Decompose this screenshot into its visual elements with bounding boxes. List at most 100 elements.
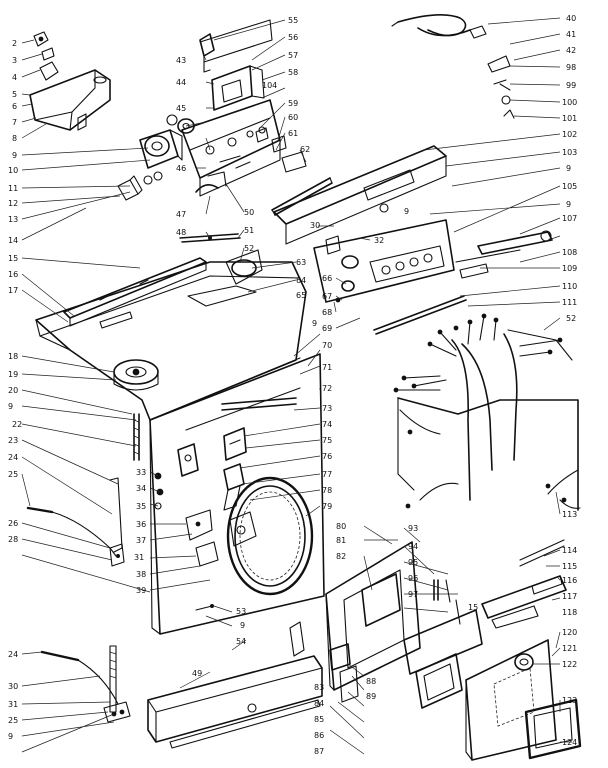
screw-part-5 [41, 47, 55, 61]
callout-83: 83 [314, 683, 324, 692]
callout-60: 60 [288, 113, 298, 122]
callout-121: 121 [562, 644, 577, 653]
callout-104: 104 [262, 81, 277, 90]
callout-37: 37 [136, 536, 146, 545]
callout-66: 66 [322, 274, 332, 283]
clip-part-60 [281, 151, 307, 173]
panel-part-120 [465, 639, 557, 761]
callout-96: 96 [408, 574, 418, 583]
rear-cover-part [29, 69, 111, 131]
callout-71: 71 [322, 363, 332, 372]
hinge-part-83 [329, 643, 359, 703]
callout-57: 57 [288, 51, 298, 60]
callout-6: 6 [12, 102, 17, 111]
callout-120: 120 [562, 628, 577, 637]
callout-105: 105 [562, 182, 577, 191]
callout-73: 73 [322, 404, 332, 413]
callout-123: 123 [562, 696, 577, 705]
console-panel-part-9 [313, 219, 455, 303]
bracket-part-26 [109, 543, 125, 567]
lid-part-104 [403, 609, 483, 675]
callout-28: 24 [8, 650, 18, 659]
clip-part-2 [33, 31, 49, 47]
callout-15b: 18 [8, 352, 18, 361]
callout-9g: 9 [566, 200, 571, 209]
callout-4: 4 [12, 73, 17, 82]
hinge-part-74 [223, 427, 247, 461]
callout-58: 58 [288, 68, 298, 77]
dispenser-part-121 [415, 653, 463, 709]
callout-76: 76 [322, 452, 332, 461]
timer-motor-icon [139, 129, 183, 169]
callout-31b: 31 [134, 553, 144, 562]
callout-34: 34 [136, 484, 146, 493]
callout-77: 77 [322, 470, 332, 479]
callout-87: 87 [314, 747, 324, 756]
callout-102: 102 [562, 130, 577, 139]
callout-122: 122 [562, 660, 577, 669]
callout-9f: 9 [566, 164, 571, 173]
callout-89: 89 [366, 692, 376, 701]
right-callout-labels: 40 41 42 98 99 100 101 102 103 9 105 9 1… [262, 14, 577, 747]
callout-95: 95 [408, 558, 418, 567]
power-cord-icon [391, 14, 487, 39]
strike-part-36 [185, 509, 213, 541]
callout-24b: 30 [8, 682, 18, 691]
callout-98: 98 [566, 63, 576, 72]
callout-9b: 22 [12, 420, 22, 429]
callout-78: 78 [322, 486, 332, 495]
callout-81: 81 [336, 536, 346, 545]
callout-25: 26 [8, 519, 18, 528]
callout-118: 118 [562, 608, 577, 617]
door-icon [226, 476, 314, 596]
callout-108: 108 [562, 248, 577, 257]
callout-23: 24 [8, 453, 18, 462]
knob-part-44 [166, 114, 195, 134]
spring-part-94 [433, 579, 461, 625]
callout-30b: 30 [310, 221, 320, 230]
callout-49: 49 [192, 669, 202, 678]
bracket-part-57 [211, 65, 265, 111]
callout-115: 115 [562, 562, 577, 571]
callout-61: 61 [288, 129, 298, 138]
callout-53: 53 [236, 607, 246, 616]
callout-64: 64 [296, 276, 306, 285]
callout-40: 40 [566, 14, 576, 23]
callout-3: 3 [12, 56, 17, 65]
callout-52: 52 [244, 244, 254, 253]
callout-41: 41 [566, 30, 576, 39]
callout-97: 97 [408, 590, 418, 599]
callout-50: 50 [244, 208, 254, 217]
callout-93: 93 [408, 524, 418, 533]
callout-39: 39 [136, 586, 146, 595]
callout-85: 85 [314, 715, 324, 724]
callout-116: 116 [562, 576, 577, 585]
callout-31: 25 [8, 716, 18, 725]
callout-103: 103 [562, 148, 577, 157]
spring-part-20 [133, 413, 140, 461]
callout-12: 12 [8, 199, 18, 208]
callout-59: 59 [288, 99, 298, 108]
knob-part-66 [335, 280, 355, 303]
connector-part-59 [255, 127, 287, 153]
callout-70: 70 [322, 341, 332, 350]
callout-42: 42 [566, 46, 576, 55]
callout-7: 7 [12, 118, 17, 127]
callout-86: 86 [314, 731, 324, 740]
part-108 [477, 230, 553, 255]
callout-107: 107 [562, 214, 577, 223]
callout-25b: 9 [8, 732, 13, 741]
callout-82: 82 [336, 552, 346, 561]
callout-54: 54 [236, 637, 246, 646]
switch-part-12 [117, 171, 163, 201]
bar-part-111 [373, 295, 467, 335]
callout-65: 65 [296, 291, 306, 300]
rail-part-16 [63, 257, 207, 327]
callout-99: 99 [566, 81, 576, 90]
callout-101: 101 [562, 114, 577, 123]
callout-33: 33 [136, 468, 146, 477]
callout-63: 63 [296, 258, 306, 267]
left-callout-labels: 2 3 4 5 6 7 8 9 10 11 12 13 14 15 16 17 … [8, 39, 22, 741]
